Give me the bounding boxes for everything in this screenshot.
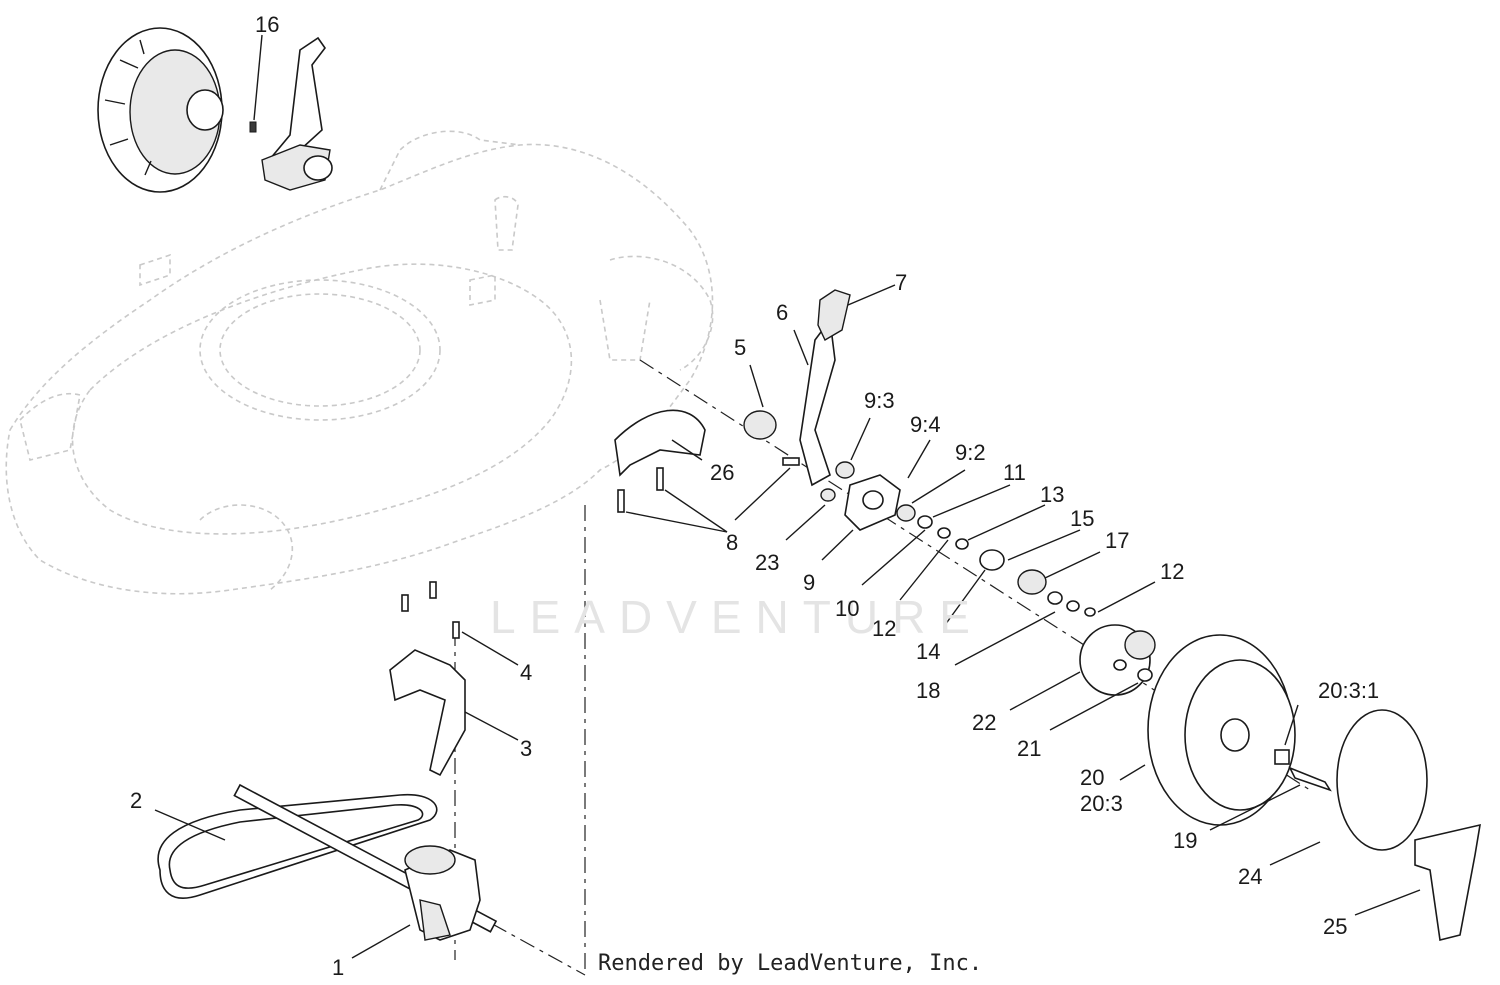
callout-12-lower: 12 [872, 616, 897, 641]
callout-5: 5 [734, 335, 747, 360]
callout-13: 13 [1040, 482, 1065, 507]
front-wheel-20 [1147, 634, 1296, 826]
callout-4: 4 [520, 660, 533, 685]
callout-20: 20 [1080, 765, 1105, 790]
callout-24: 24 [1238, 864, 1263, 889]
lever-6-and-grip-7 [799, 289, 851, 487]
callout-15: 15 [1070, 506, 1095, 531]
callout-9: 9 [803, 570, 816, 595]
watermark-text: LEADVENTURE [490, 591, 984, 643]
callout-19: 19 [1173, 828, 1198, 853]
callout-9-2: 9:2 [955, 440, 986, 465]
callout-14: 14 [916, 639, 941, 664]
screws-8 [617, 457, 800, 513]
bracket-9-stack [820, 461, 1096, 617]
callout-20-3-1: 20:3:1 [1318, 678, 1380, 703]
callout-23: 23 [755, 550, 780, 575]
transmission-1 [233, 783, 498, 941]
callout-9-4: 9:4 [910, 412, 941, 437]
callout-6: 6 [776, 300, 789, 325]
callout-26: 26 [710, 460, 735, 485]
callout-11: 11 [1003, 460, 1026, 485]
wheel-cover-24 [1336, 709, 1428, 851]
callout-3: 3 [520, 736, 533, 761]
callout-22: 22 [972, 710, 997, 735]
bolt-19 [1274, 749, 1332, 792]
badge-25 [1414, 823, 1481, 941]
bracket-3 [389, 649, 466, 777]
callout-2: 2 [130, 788, 143, 813]
washer-21 [1137, 668, 1153, 682]
screws-4 [401, 581, 460, 639]
cap-5 [743, 410, 777, 440]
height-adjust-lever-upper [249, 36, 333, 191]
plate-26 [614, 409, 706, 477]
callout-8: 8 [726, 530, 739, 555]
drive-belt-2 [157, 793, 438, 899]
callout-7: 7 [895, 270, 908, 295]
rear-wheel-assembly [97, 27, 224, 193]
callout-25: 25 [1323, 914, 1348, 939]
leader-lines [154, 34, 1421, 959]
callout-17: 17 [1105, 528, 1130, 553]
callout-10: 10 [835, 596, 860, 621]
callout-12-upper: 12 [1160, 559, 1185, 584]
render-credit: Rendered by LeadVenture, Inc. [598, 951, 983, 976]
callout-9-3: 9:3 [864, 388, 895, 413]
hub-22 [1079, 624, 1156, 696]
callout-20-3: 20:3 [1080, 791, 1123, 816]
callout-18: 18 [916, 678, 941, 703]
callout-16: 16 [255, 12, 280, 37]
callout-1: 1 [332, 955, 345, 980]
mower-deck-outline [5, 130, 714, 595]
callout-21: 21 [1017, 736, 1042, 761]
